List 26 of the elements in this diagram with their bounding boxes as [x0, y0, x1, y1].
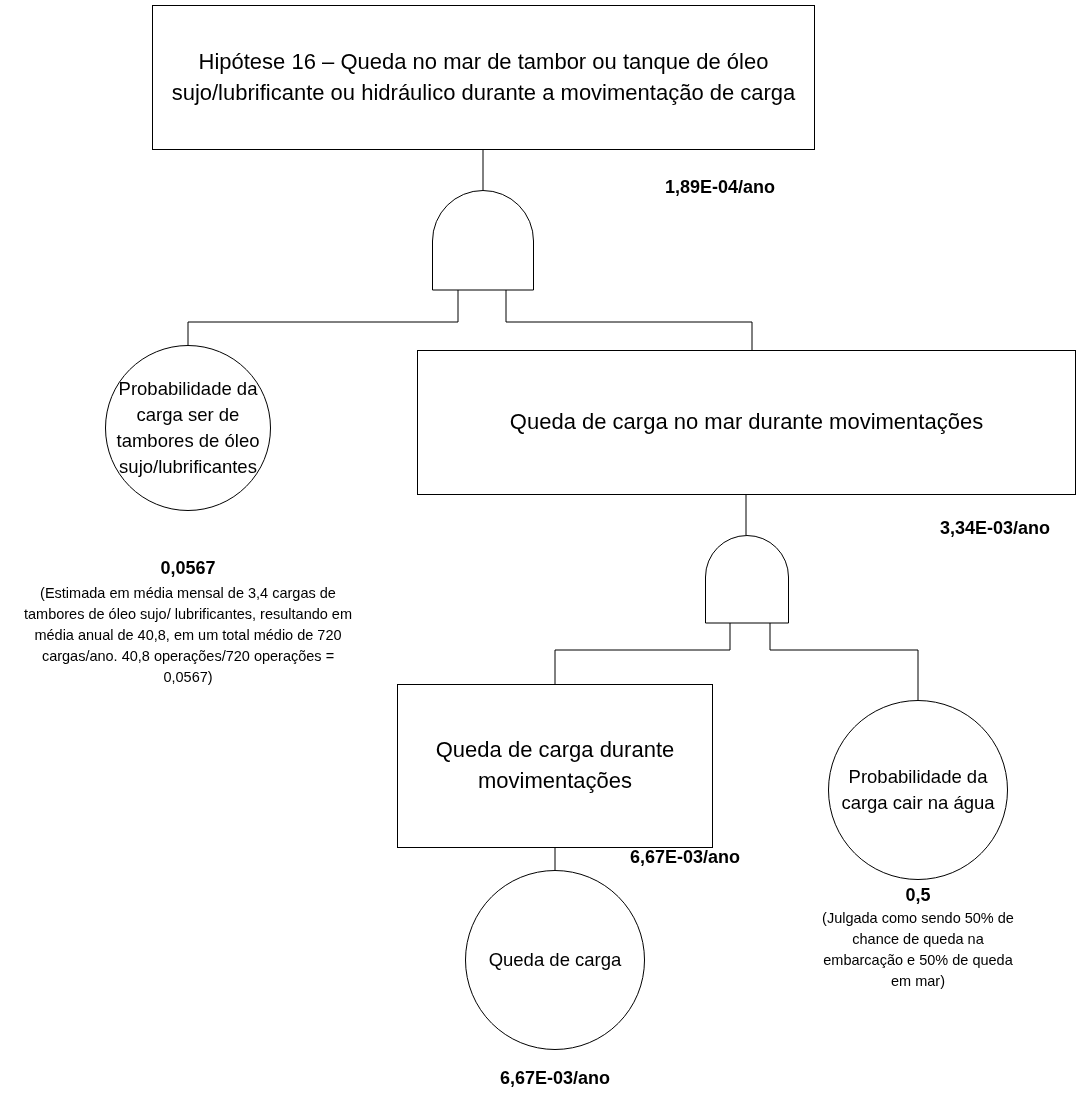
node-text: Hipótese 16 – Queda no mar de tambor ou tanque de óleo sujo/lubrificante ou hidráulico durante a movimentação de carga: [170, 47, 797, 107]
note-text: (Estimada em média mensal de 3,4 cargas de tambores de óleo sujo/ lubrificantes, resultando em média anual de 40,8, em um total médio de 720 cargas/ano. 40,8 operações/720 operações = 0,0567): [22, 584, 353, 688]
value-label: 0,0567: [159, 558, 217, 579]
value-label: 6,67E-03/ano: [498, 1068, 612, 1089]
node-text: Queda de carga no mar durante movimentações: [508, 408, 985, 437]
and-gate: [432, 190, 534, 290]
connector-line: [187, 289, 459, 346]
connector-line: [554, 622, 731, 685]
note-text: (Julgada como sendo 50% de chance de queda na embarcação e 50% de queda em mar): [821, 909, 1015, 992]
node-text: Queda de carga: [487, 948, 623, 973]
value-label: 3,34E-03/ano: [938, 518, 1052, 539]
value-label: 6,67E-03/ano: [628, 847, 742, 868]
connector-line: [769, 622, 919, 701]
event-box: [152, 5, 815, 150]
node-text: Probabilidade da carga ser de tambores de óleo sujo/lubrificantes: [115, 377, 261, 479]
and-gate: [705, 535, 789, 623]
event-box: [397, 684, 713, 848]
event-box: [417, 350, 1076, 495]
connector-line: [745, 494, 747, 536]
node-text: Queda de carga durante movimentações: [434, 736, 676, 795]
connector-line: [505, 289, 753, 351]
value-label: 1,89E-04/ano: [663, 177, 777, 198]
connector-line: [482, 149, 484, 191]
connector-line: [554, 847, 556, 871]
node-text: Probabilidade da carga cair na água: [840, 765, 996, 815]
value-label: 0,5: [904, 885, 932, 906]
